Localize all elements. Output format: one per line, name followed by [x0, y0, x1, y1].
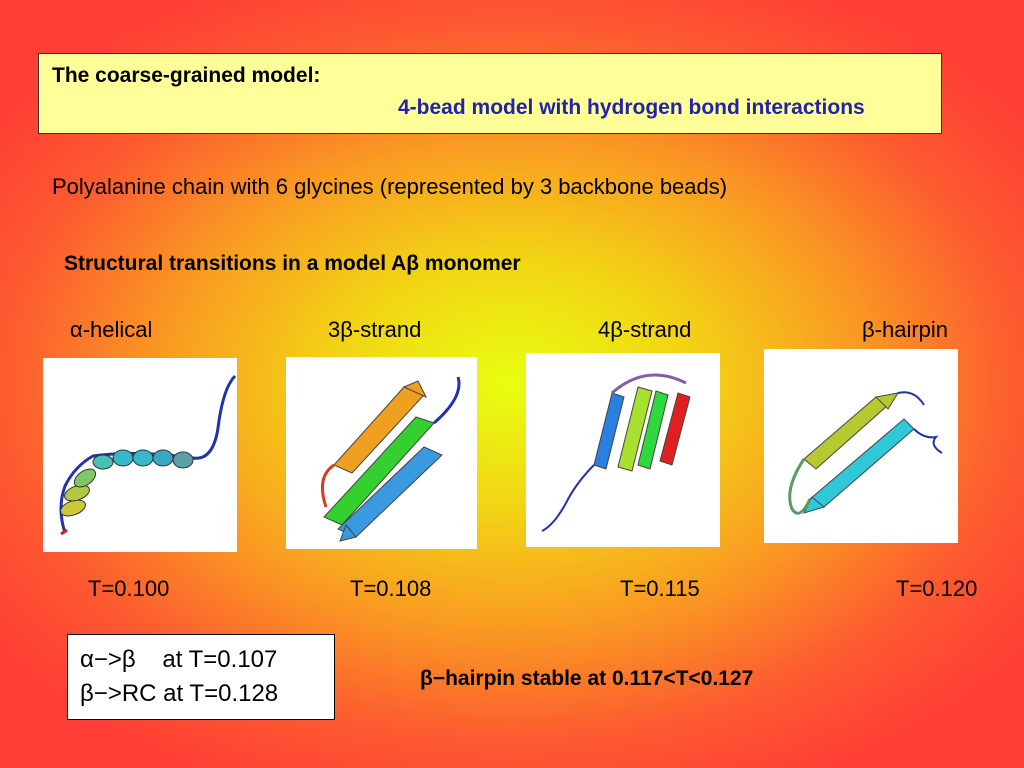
header-subtitle: 4-bead model with hydrogen bond interact… [398, 96, 865, 119]
structure-label-3strand: 3β-strand [328, 317, 422, 342]
transitions-title: Structural transitions in a model Aβ mon… [64, 252, 521, 275]
hairpin-structure-image [764, 349, 958, 543]
transition-alpha-beta: α−>β at T=0.107 [80, 646, 278, 673]
structure-label-hairpin: β-hairpin [862, 317, 949, 342]
3strand-structure-image [286, 357, 477, 549]
chain-description: Polyalanine chain with 6 glycines (repre… [52, 174, 728, 199]
transition-temperatures-box: α−>β at T=0.107 β−>RC at T=0.128 [67, 634, 335, 720]
transition-beta-rc: β−>RC at T=0.128 [80, 680, 279, 707]
temperature-hairpin: T=0.120 [896, 576, 978, 601]
header-title: The coarse-grained model: [52, 64, 321, 87]
4strand-structure-image [526, 353, 720, 547]
helical-structure-image [43, 358, 237, 552]
temperature-4strand: T=0.115 [620, 576, 700, 601]
hairpin-stability-note: β−hairpin stable at 0.117<T<0.127 [420, 667, 754, 690]
model-header-box [38, 53, 942, 134]
structure-label-4strand: 4β-strand [598, 317, 692, 342]
structure-label-helical: α-helical [70, 317, 153, 342]
temperature-3strand: T=0.108 [350, 576, 432, 601]
temperature-helical: T=0.100 [88, 576, 170, 601]
